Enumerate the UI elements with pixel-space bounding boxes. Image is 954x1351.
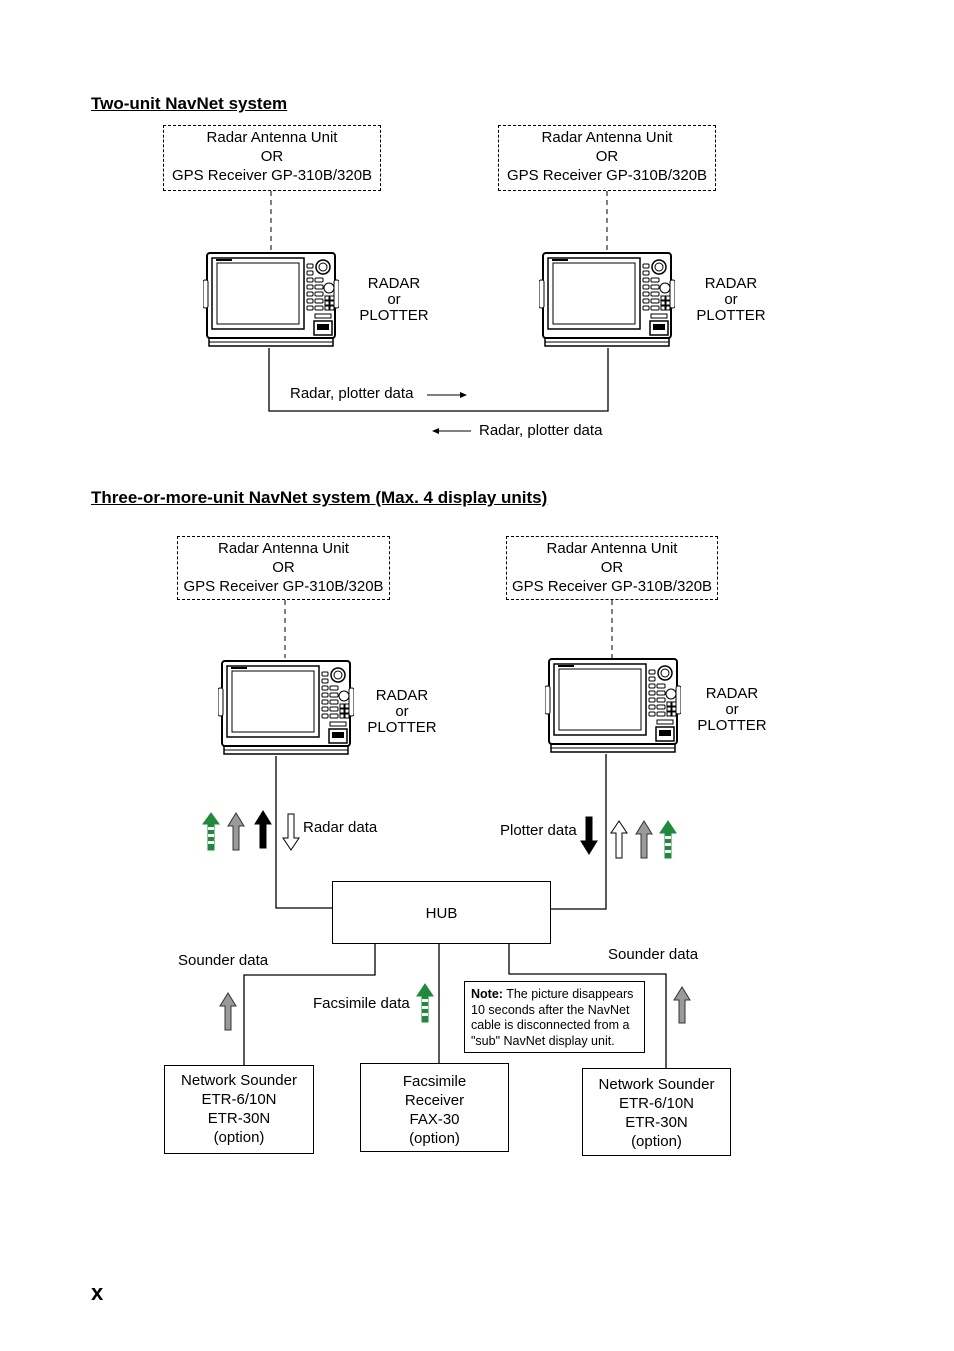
display-unit-icon [217,658,355,760]
sensor-box-left: Radar Antenna Unit OR GPS Receiver GP-31… [177,536,390,600]
facsimile-data-label: Facsimile data [313,995,410,1012]
display-unit-icon [538,250,676,352]
unit-label-line: RADAR [704,275,758,292]
facsimile-receiver-box: Facsimile Receiver FAX-30 (option) [360,1063,509,1152]
note-box: Note: The picture disappears 10 seconds … [464,981,645,1053]
sensor-line: GPS Receiver GP-310B/320B [511,578,713,595]
unit-label-line: or [387,291,401,308]
data-arrows-right [580,816,677,859]
unit-label-line: RADAR [375,687,429,704]
device-line: (option) [409,1130,460,1147]
network-sounder-box-right: Network Sounder ETR-6/10N ETR-30N (optio… [582,1068,731,1156]
unit-label-right: RADAR or PLOTTER [692,686,772,734]
facsimile-data-arrow-icon [202,812,220,851]
sensor-line: OR [595,148,619,165]
facsimile-data-arrow-icon [416,983,434,1023]
sounder-data-arrow-icon [219,992,237,1031]
sounder-data-arrow-icon [227,812,245,851]
device-line: ETR-30N [625,1114,688,1131]
sensor-box-right: Radar Antenna Unit OR GPS Receiver GP-31… [498,125,716,191]
display-unit-icon [202,250,340,352]
unit-label-line: PLOTTER [367,719,437,736]
plotter-data-label: Plotter data [500,822,577,839]
multi-unit-heading: Three-or-more-unit NavNet system (Max. 4… [91,488,548,507]
display-unit-icon [544,656,682,758]
sensor-line: GPS Receiver GP-310B/320B [171,167,373,184]
unit-label-line: or [725,701,739,718]
device-line: FAX-30 [409,1111,460,1128]
sensor-line: OR [600,559,624,576]
flow-label-left: Radar, plotter data [479,422,603,439]
page-number: x [91,1280,104,1305]
unit-label-line: or [724,291,738,308]
unit-label-line: RADAR [367,275,421,292]
sounder-data-label-left: Sounder data [178,952,269,969]
data-arrows-left [202,810,300,851]
sensor-line: Radar Antenna Unit [206,129,338,146]
sensor-line: GPS Receiver GP-310B/320B [183,578,384,595]
radar-data-arrow-icon [282,813,300,851]
unit-label-left: RADAR or PLOTTER [362,688,442,736]
radar-data-arrow-icon [610,820,628,859]
device-line: (option) [213,1129,265,1146]
unit-label-line: RADAR [705,685,759,702]
device-line: Facsimile [402,1073,467,1090]
sensor-line: GPS Receiver GP-310B/320B [506,167,708,184]
unit-label-left: RADAR or PLOTTER [354,276,434,324]
hub-label: HUB [425,905,458,922]
hub-box: HUB [332,881,551,944]
flow-label-right: Radar, plotter data [290,385,414,402]
network-sounder-box-left: Network Sounder ETR-6/10N ETR-30N (optio… [164,1065,314,1154]
sounder-data-arrow-icon [635,820,653,859]
sounder-data-arrow-icon [673,986,691,1024]
sensor-box-right: Radar Antenna Unit OR GPS Receiver GP-31… [506,536,718,600]
device-line: ETR-30N [207,1110,271,1127]
sensor-line: OR [272,559,295,576]
device-line: (option) [631,1133,682,1150]
unit-label-line: PLOTTER [697,717,767,734]
plotter-data-arrow-icon [254,810,272,849]
device-line: Receiver [404,1092,465,1109]
unit-label-line: PLOTTER [696,307,766,324]
sounder-data-label-right: Sounder data [608,946,699,963]
device-line: ETR-6/10N [618,1095,695,1112]
sensor-box-left: Radar Antenna Unit OR GPS Receiver GP-31… [163,125,381,191]
device-line: ETR-6/10N [201,1091,277,1108]
plotter-data-arrow-icon [580,816,598,855]
device-line: Network Sounder [181,1072,297,1089]
sensor-line: Radar Antenna Unit [218,540,349,557]
unit-label-line: or [395,703,409,720]
unit-label-right: RADAR or PLOTTER [691,276,771,324]
facsimile-data-arrow-icon [659,820,677,859]
sensor-line: Radar Antenna Unit [541,129,673,146]
note-label: Note: [471,987,503,1001]
note-text: The picture disappears 10 seconds after … [471,987,634,1048]
two-unit-heading: Two-unit NavNet system [91,94,288,113]
radar-data-label: Radar data [303,819,378,836]
device-line: Network Sounder [598,1076,715,1093]
sensor-line: OR [260,148,284,165]
unit-label-line: PLOTTER [359,307,429,324]
sensor-line: Radar Antenna Unit [546,540,678,557]
